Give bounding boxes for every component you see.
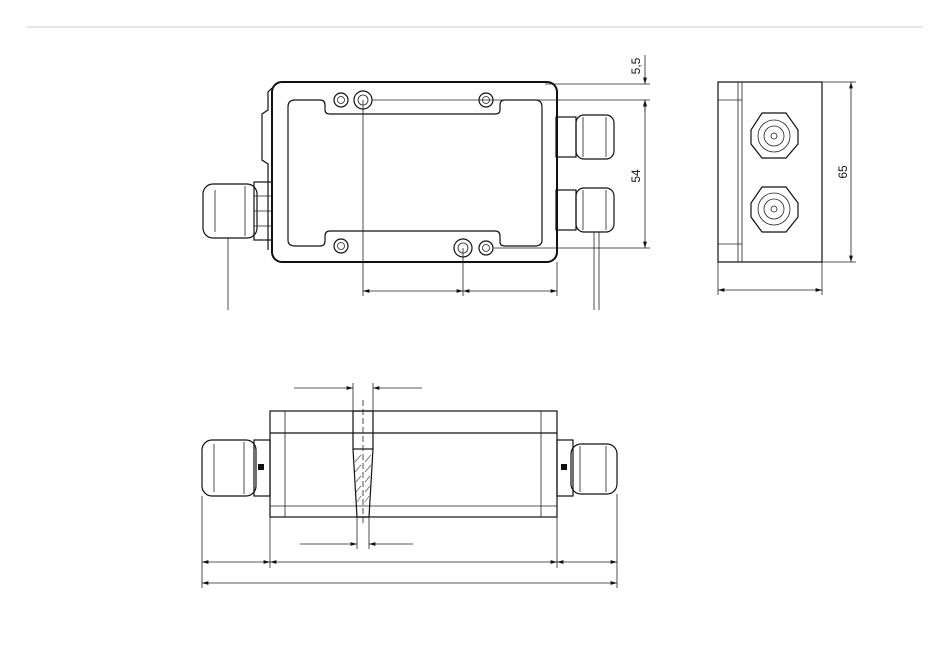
- left-cable-gland: [203, 182, 272, 310]
- housing-outline: [272, 82, 557, 262]
- front-right-gland: [557, 440, 617, 496]
- right-cable-gland-upper: [556, 115, 614, 159]
- screw-top-left: [334, 93, 348, 107]
- screw-bottom-left: [334, 239, 348, 253]
- side-gland-upper: [751, 113, 798, 158]
- screw-bottom-right: [479, 241, 493, 255]
- housing-inner-panel: [288, 100, 542, 246]
- front-left-gland: [202, 440, 270, 496]
- dim-label-5-5: 5,5: [629, 57, 643, 74]
- dim-label-54: 54: [629, 169, 643, 183]
- side-gland-lower: [751, 187, 798, 232]
- side-view: 65: [718, 82, 856, 295]
- right-cable-gland-lower: [556, 188, 614, 232]
- dim-label-65: 65: [836, 165, 850, 179]
- top-view: 54 5,5: [203, 55, 650, 310]
- front-view: [202, 383, 617, 588]
